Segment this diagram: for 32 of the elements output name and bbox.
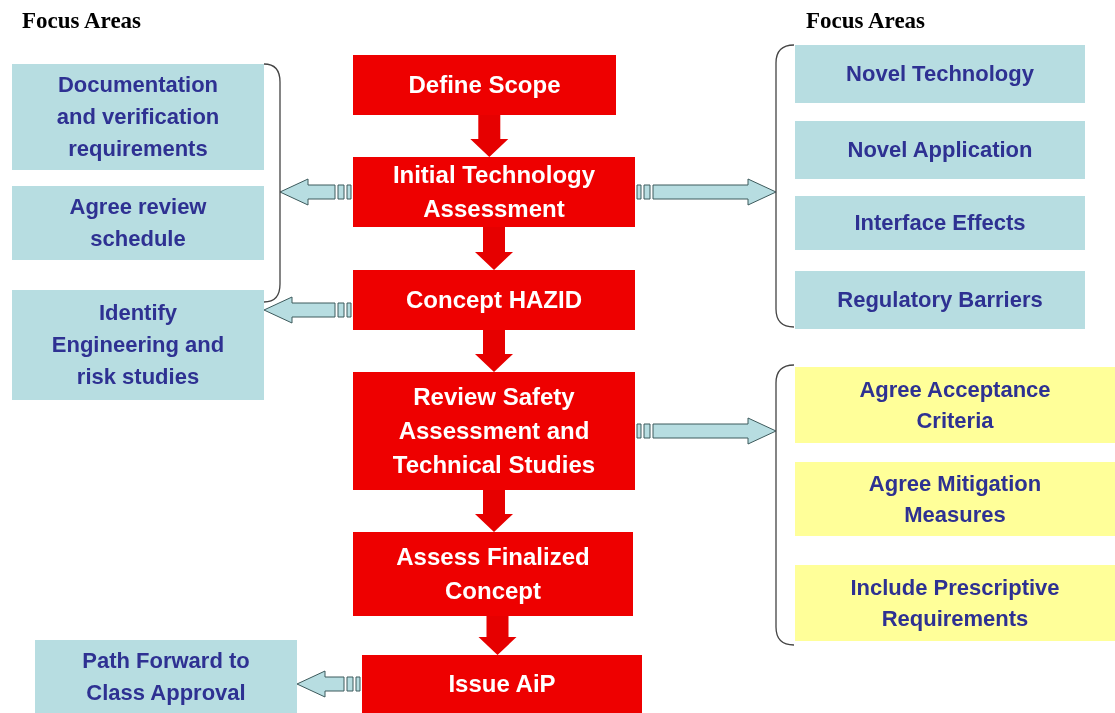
process-box: Initial Technology Assessment [353,157,635,227]
down-arrow [475,227,513,270]
focus-area-box: Path Forward to Class Approval [35,640,297,713]
process-box: Concept HAZID [353,270,635,330]
process-box: Assess Finalized Concept [353,532,633,616]
focus-area-box: Agree Mitigation Measures [795,462,1115,536]
focus-area-box: Agree review schedule [12,186,264,260]
block-arrow [636,178,777,206]
down-arrow [475,330,513,372]
heading: Focus Areas [806,8,926,34]
focus-area-box: Novel Technology [795,45,1085,103]
block-arrow [279,178,352,206]
down-arrow [475,490,513,532]
process-box: Review Safety Assessment and Technical Studies [353,372,635,490]
block-arrow [296,670,361,698]
bracket [776,45,794,327]
bracket [264,64,280,302]
process-box: Define Scope [353,55,616,115]
down-arrow [478,616,517,655]
focus-area-box: Agree Acceptance Criteria [795,367,1115,443]
block-arrow [263,296,352,324]
focus-area-box: Identify Engineering and risk studies [12,290,264,400]
block-arrow [636,417,777,445]
focus-area-box: Documentation and verification requirements [12,64,264,170]
focus-area-box: Include Prescriptive Requirements [795,565,1115,641]
bracket [776,365,794,645]
focus-area-box: Regulatory Barriers [795,271,1085,329]
heading: Focus Areas [22,8,142,34]
process-box: Issue AiP [362,655,642,713]
down-arrow [470,115,509,157]
focus-area-box: Novel Application [795,121,1085,179]
focus-area-box: Interface Effects [795,196,1085,250]
